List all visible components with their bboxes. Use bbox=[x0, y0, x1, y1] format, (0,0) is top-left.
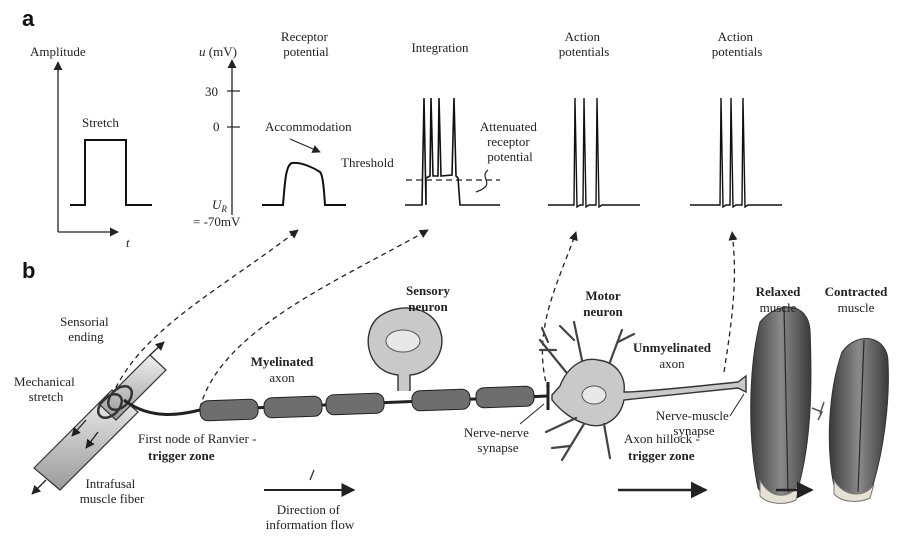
receptor-trace bbox=[262, 161, 346, 206]
tick-0: 0 bbox=[213, 119, 220, 134]
motor-neuron bbox=[538, 320, 747, 462]
panel-a-letter: a bbox=[22, 6, 35, 31]
myelin-sheath bbox=[199, 385, 535, 422]
sensory-axon bbox=[123, 394, 549, 416]
action-trace-2 bbox=[690, 97, 782, 209]
first-node-label: First node of Ranvier - bbox=[138, 431, 256, 446]
integration-trace bbox=[405, 97, 500, 206]
attenuated-label: Attenuated receptor potential bbox=[480, 119, 540, 164]
dashed-links bbox=[111, 229, 738, 409]
action-trace-1 bbox=[548, 97, 640, 209]
action-title-1: Action potentials bbox=[559, 29, 610, 59]
contracted-muscle bbox=[828, 338, 889, 502]
action-title-2: Action potentials bbox=[712, 29, 763, 59]
unmyelinated-axon-label: axon bbox=[659, 356, 685, 371]
receptor-title: Receptor potential bbox=[281, 29, 331, 59]
relaxed-label: Relaxed bbox=[756, 284, 802, 299]
membrane-potential-axis bbox=[227, 59, 240, 215]
unmyelinated-label: Unmyelinated bbox=[633, 340, 712, 355]
intrafusal-label: Intrafusal muscle fiber bbox=[80, 476, 145, 506]
axon-hillock-label: Axon hillock - bbox=[624, 431, 700, 446]
myelinated-label: Myelinated bbox=[251, 354, 315, 369]
direction-label: Direction of information flow bbox=[266, 502, 355, 532]
stretch-stimulus-plot bbox=[53, 61, 152, 237]
intrafusal-fiber bbox=[31, 341, 167, 495]
direction-arrows bbox=[264, 469, 814, 499]
relaxed-muscle bbox=[750, 305, 812, 504]
sensory-neuron-body bbox=[367, 307, 443, 391]
sensorial-ending-label: Sensorial ending bbox=[60, 314, 112, 344]
panel-b-letter: b bbox=[22, 258, 35, 283]
motor-label: Motor bbox=[585, 288, 621, 303]
time-label: t bbox=[126, 235, 130, 250]
u-axis-label: u (mV) bbox=[199, 44, 237, 59]
trigger-zone-2-label: trigger zone bbox=[628, 448, 695, 463]
sensory-label: Sensory bbox=[406, 283, 451, 298]
sensory-neuron-label: neuron bbox=[408, 299, 448, 314]
contracted-muscle-label: muscle bbox=[838, 300, 875, 315]
contracted-label: Contracted bbox=[825, 284, 889, 299]
nerve-nerve-label: Nerve-nerve synapse bbox=[464, 425, 532, 455]
ur-value: = -70mV bbox=[193, 214, 241, 229]
tick-30: 30 bbox=[205, 84, 218, 99]
motor-neuron-label: neuron bbox=[583, 304, 623, 319]
trigger-zone-1-label: trigger zone bbox=[148, 448, 215, 463]
accommodation-label: Accommodation bbox=[265, 119, 352, 134]
myelinated-axon-label: axon bbox=[269, 370, 295, 385]
mechanical-stretch-label: Mechanical stretch bbox=[14, 374, 78, 404]
integration-title: Integration bbox=[411, 40, 469, 55]
stretch-label: Stretch bbox=[82, 115, 119, 130]
amplitude-label: Amplitude bbox=[30, 44, 86, 59]
relaxed-muscle-label: muscle bbox=[760, 300, 797, 315]
ur-label: UR bbox=[212, 197, 227, 214]
nerve-muscle-label: Nerve-muscle synapse bbox=[656, 408, 732, 438]
threshold-label: Threshold bbox=[341, 155, 394, 170]
